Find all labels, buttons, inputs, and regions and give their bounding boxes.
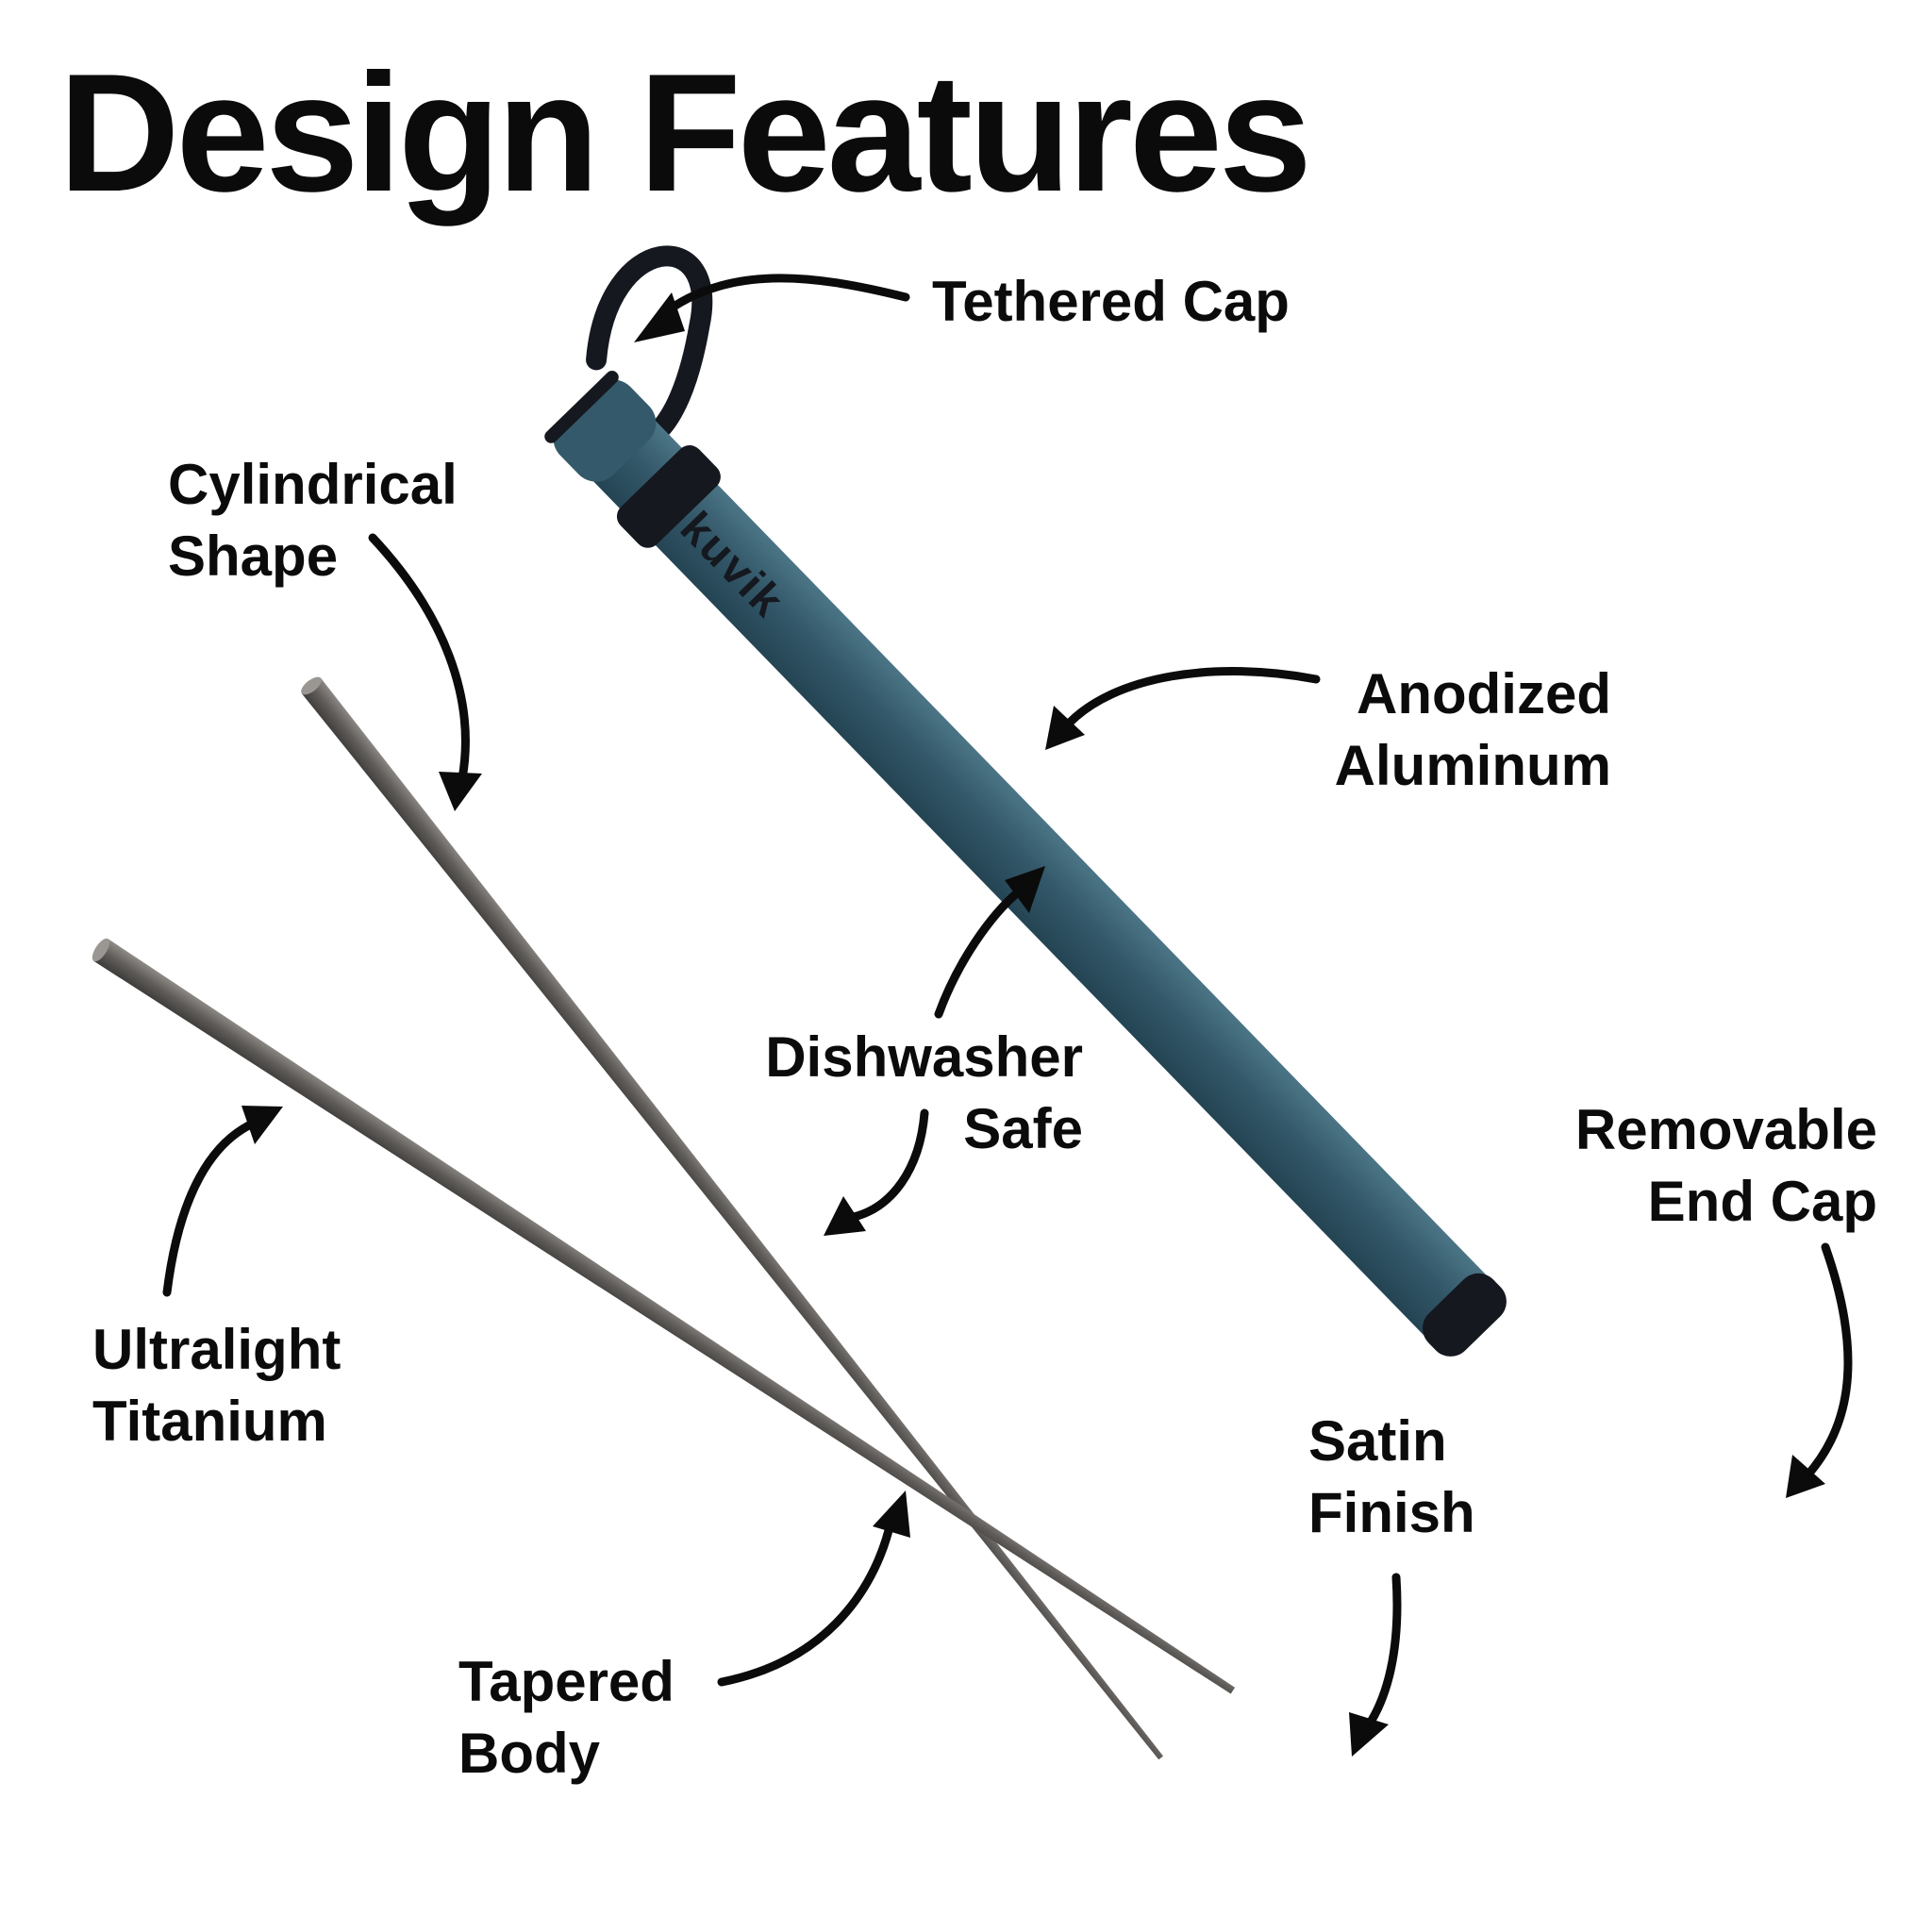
page-title: Design Features xyxy=(58,39,1312,226)
tether-loop xyxy=(586,245,713,442)
callout-line: Finish xyxy=(1308,1481,1475,1544)
callout-tapered-body: Tapered Body xyxy=(458,1646,675,1790)
callout-line: Removable xyxy=(1574,1098,1877,1161)
callout-line: Titanium xyxy=(92,1390,327,1453)
chopstick-upper xyxy=(301,676,1164,1760)
callout-line: Anodized xyxy=(1357,662,1611,725)
callout-line: Cylindrical xyxy=(168,453,458,516)
callout-line: Ultralight xyxy=(92,1318,341,1381)
callout-cylindrical-shape: Cylindrical Shape xyxy=(168,449,458,592)
callout-line: Body xyxy=(458,1722,600,1785)
callout-line: Tapered xyxy=(458,1650,675,1713)
chopstick-case: kuvik xyxy=(544,245,1507,1357)
callout-line: Shape xyxy=(168,525,339,588)
removable-end-cap xyxy=(1422,1273,1507,1357)
callout-line: Aluminum xyxy=(1334,734,1611,797)
callout-line: Dishwasher xyxy=(765,1025,1083,1089)
callout-removable-end-cap: Removable End Cap xyxy=(1575,1094,1877,1238)
case-body xyxy=(558,384,1497,1347)
tether-band xyxy=(616,445,721,548)
chopstick-lower xyxy=(92,938,1236,1694)
callout-anodized-aluminum: Anodized Aluminum xyxy=(1335,658,1611,802)
callout-arrows xyxy=(162,274,1853,1757)
callout-line: Safe xyxy=(963,1097,1083,1160)
callout-line: Tethered Cap xyxy=(932,270,1290,333)
callout-ultralight-titanium: Ultralight Titanium xyxy=(92,1314,341,1457)
callout-line: End Cap xyxy=(1647,1170,1877,1233)
callout-tethered-cap: Tethered Cap xyxy=(932,266,1290,338)
callout-line: Satin xyxy=(1308,1409,1447,1473)
callout-satin-finish: Satin Finish xyxy=(1308,1406,1475,1549)
callout-dishwasher-safe: Dishwasher Safe xyxy=(765,1022,1083,1165)
